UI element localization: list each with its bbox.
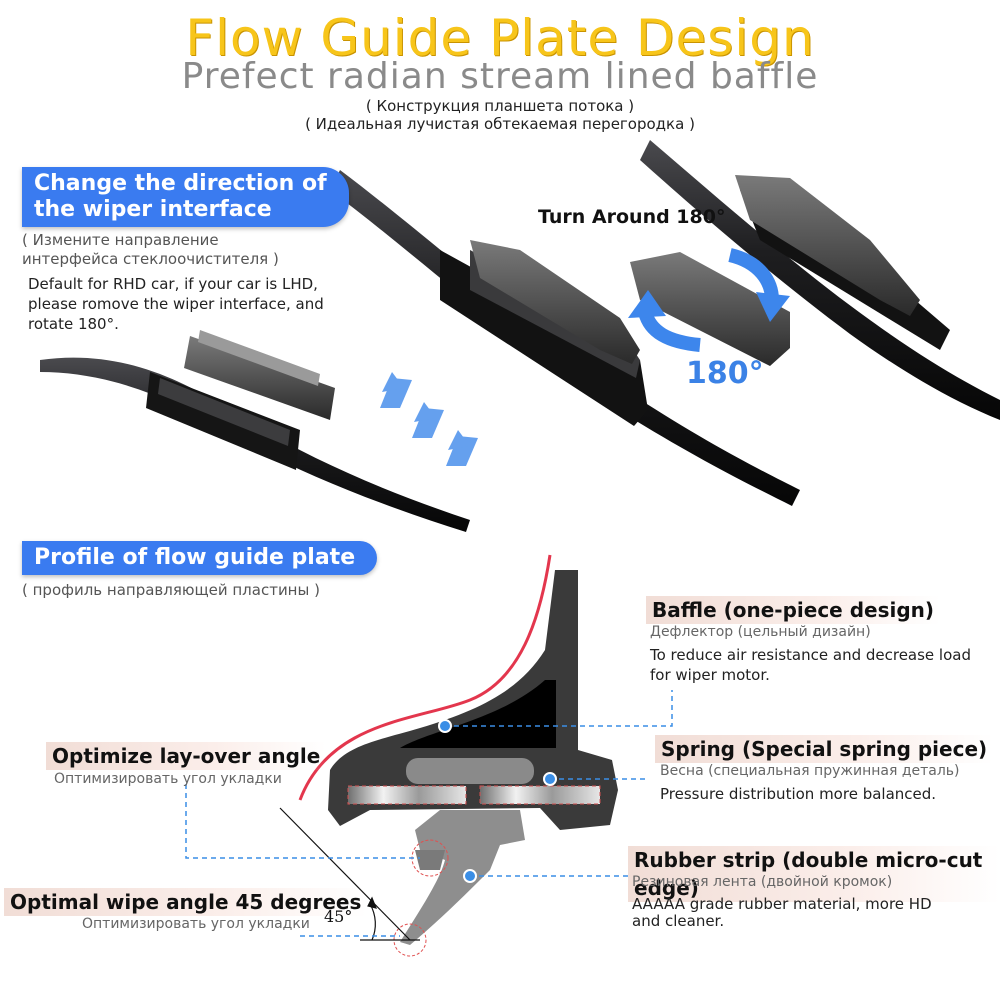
interface-heading: Change the direction of the wiper interf… (22, 167, 349, 227)
page-title: Flow Guide Plate Design (185, 9, 815, 67)
title-ru-line2: ( Идеальная лучистая обтекаемая перегоро… (305, 115, 695, 133)
layover-title: Optimize lay-over angle (46, 742, 327, 770)
interface-desc-line1: Default for RHD car, if your car is LHD, (28, 275, 318, 293)
spring-desc: Pressure distribution more balanced. (660, 785, 937, 803)
rubber-title: Rubber strip (double micro-cut edge) (628, 846, 1000, 902)
layover-ru: Оптимизировать угол укладки (54, 771, 282, 787)
turn-around-label: Turn Around 180° (538, 206, 726, 228)
interface-heading-line2: the wiper interface (34, 197, 272, 222)
airflow-curve (298, 554, 552, 801)
callout-connectors (185, 690, 673, 937)
angle-lines (279, 807, 420, 941)
rubber-desc-line1: AAAAA grade rubber material, more HD (632, 895, 932, 913)
baffle-title: Baffle (one-piece design) (646, 596, 941, 624)
rotating-connector (630, 252, 790, 366)
middle-wiper-connector (470, 240, 640, 364)
direction-chevrons-icon (380, 372, 478, 466)
angle-45-label: 45° (324, 907, 353, 926)
profile-heading: Profile of flow guide plate (22, 541, 378, 575)
rotation-degree-label: 180° (686, 356, 764, 391)
title-ru-line1: ( Конструкция планшета потока ) (365, 97, 635, 115)
spring-title: Spring (Special spring piece) (655, 735, 994, 763)
wipe-angle-ru: Оптимизировать угол укладки (82, 916, 310, 932)
baffle-desc-line1: To reduce air resistance and decrease lo… (650, 646, 971, 664)
interface-desc-line3: rotate 180°. (28, 315, 119, 333)
rubber-ru: Резиновая лента (двойной кромок) (632, 874, 893, 890)
callout-dots (438, 719, 557, 883)
profile-ru: ( профиль направляющей пластины ) (22, 581, 320, 599)
small-wiper-connector (184, 330, 335, 420)
flow-guide-profile (328, 570, 618, 957)
spring-ru: Весна (специальная пружинная деталь) (660, 763, 960, 779)
interface-desc-line2: please romove the wiper interface, and (28, 295, 324, 313)
page-subtitle: Prefect radian stream lined baffle (181, 56, 819, 97)
interface-heading-line1: Change the direction of (34, 171, 327, 196)
rubber-desc-line2: and cleaner. (632, 912, 725, 930)
right-wiper-connector (735, 175, 920, 316)
baffle-ru: Дефлектор (цельный дизайн) (650, 624, 871, 640)
interface-ru-line2: интерфейса стеклоочистителя ) (22, 250, 279, 268)
baffle-desc-line2: for wiper motor. (650, 666, 770, 684)
interface-ru-line1: ( Измените направление (22, 231, 219, 249)
small-wiper-blade (40, 357, 470, 532)
wipe-angle-title: Optimal wipe angle 45 degrees (4, 888, 368, 916)
rotation-arrows-icon (628, 248, 790, 352)
